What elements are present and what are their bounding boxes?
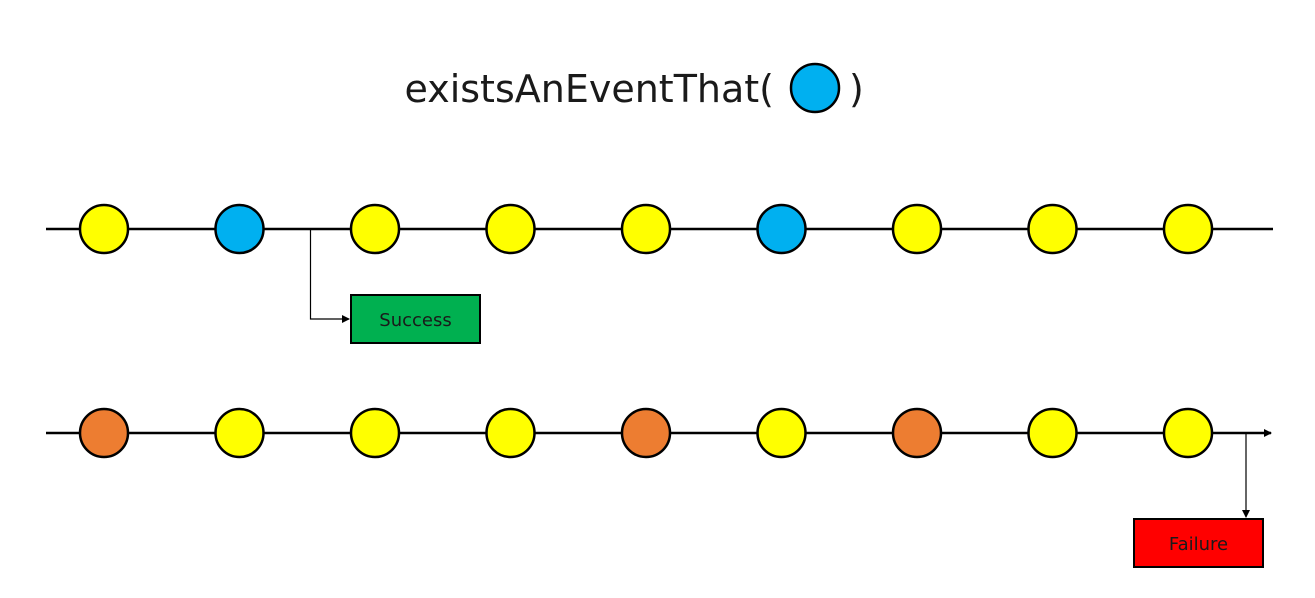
result-connector-arrow <box>309 229 350 323</box>
event-yellow-circle <box>620 203 672 255</box>
event-orange-circle <box>891 407 943 459</box>
failure-label: Failure <box>1169 534 1228 555</box>
event-yellow-circle <box>1162 407 1214 459</box>
timeline-2: Failure <box>46 407 1272 568</box>
title-prefix: existsAnEventThat( <box>405 67 775 111</box>
event-yellow-circle <box>78 203 130 255</box>
title-event-circle-icon <box>789 62 841 114</box>
event-yellow-circle <box>1162 203 1214 255</box>
success-box <box>350 294 481 344</box>
event-yellow-circle <box>756 407 807 459</box>
event-yellow-circle <box>1027 407 1078 459</box>
event-yellow-circle <box>349 203 401 255</box>
result-failure: Failure <box>1133 433 1264 568</box>
event-yellow-circle <box>891 203 943 255</box>
title-suffix: ) <box>849 67 864 111</box>
event-blue-circle <box>756 203 807 255</box>
event-yellow-circle <box>485 407 536 459</box>
failure-box <box>1133 518 1264 568</box>
event-yellow-circle <box>349 407 401 459</box>
event-blue-circle <box>214 203 265 255</box>
event-orange-circle <box>78 407 130 459</box>
event-orange-circle <box>620 407 672 459</box>
event-yellow-circle <box>1027 203 1078 255</box>
event-yellow-circle <box>485 203 536 255</box>
success-label: Success <box>379 310 451 331</box>
result-success: Success <box>309 229 481 344</box>
timeline-1: Success <box>46 203 1273 344</box>
event-yellow-circle <box>214 407 265 459</box>
diagram-title: existsAnEventThat( ) <box>405 62 864 114</box>
